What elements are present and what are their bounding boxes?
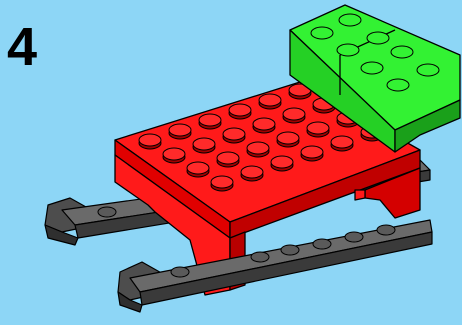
stud-top — [169, 124, 191, 136]
stud-top — [277, 132, 299, 144]
stud-top — [259, 94, 281, 106]
stud-top — [253, 118, 275, 130]
stud-top — [301, 146, 323, 158]
stud-top — [199, 114, 221, 126]
stud-top — [247, 142, 269, 154]
stud-top — [241, 166, 263, 178]
stud-top — [331, 136, 353, 148]
stud-top — [271, 156, 293, 168]
stud-top — [223, 128, 245, 140]
stud-top — [307, 122, 329, 134]
stud-top — [283, 108, 305, 120]
stud-top — [139, 134, 161, 146]
stud-top — [211, 176, 233, 188]
stud-top — [217, 152, 239, 164]
stud-top — [193, 138, 215, 150]
stud-top — [187, 162, 209, 174]
stud-top — [229, 104, 251, 116]
stud-top — [163, 148, 185, 160]
